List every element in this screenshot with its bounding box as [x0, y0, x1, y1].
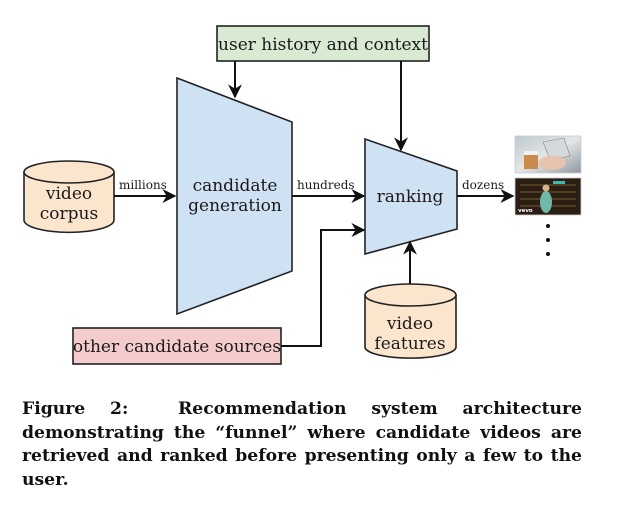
user-history-node: user history and context	[216, 25, 430, 62]
other-candidate-sources-node: other candidate sources	[72, 327, 282, 365]
edge-label-dozens: dozens	[462, 178, 504, 192]
figure-caption-text: Recommendation system architecture demon…	[22, 399, 582, 490]
edge-label-hundreds: hundreds	[297, 178, 355, 192]
edge-other-sources-to-ranking	[281, 223, 366, 347]
more-results-ellipsis	[546, 224, 550, 256]
video-corpus-label-1: video	[45, 184, 92, 204]
video-features-label-2: features	[374, 334, 445, 354]
figure-caption-prefix: Figure 2:	[22, 399, 129, 419]
edge-label-millions: millions	[119, 178, 167, 192]
video-corpus-node: video corpus	[23, 160, 115, 234]
user-history-label: user history and context	[218, 35, 428, 55]
thumbnail-phone-coffee	[514, 135, 582, 174]
vevo-badge: vevo	[518, 208, 533, 214]
candidate-generation-label-2: generation	[188, 196, 282, 216]
candidate-generation-label-1: candidate	[193, 176, 278, 196]
video-corpus-label-2: corpus	[40, 204, 98, 224]
thumbnail-vevo-dancer: vevo	[514, 177, 582, 216]
other-sources-label: other candidate sources	[73, 337, 281, 357]
candidate-generation-node: candidate generation	[176, 76, 293, 316]
video-features-node: video features	[364, 283, 457, 359]
figure-caption: Figure 2: Recommendation system architec…	[22, 398, 582, 492]
architecture-diagram: user history and context video corpus mi…	[23, 25, 582, 365]
video-features-label-1: video	[386, 314, 433, 334]
ranking-label: ranking	[377, 187, 444, 207]
ranking-node: ranking	[364, 137, 458, 256]
